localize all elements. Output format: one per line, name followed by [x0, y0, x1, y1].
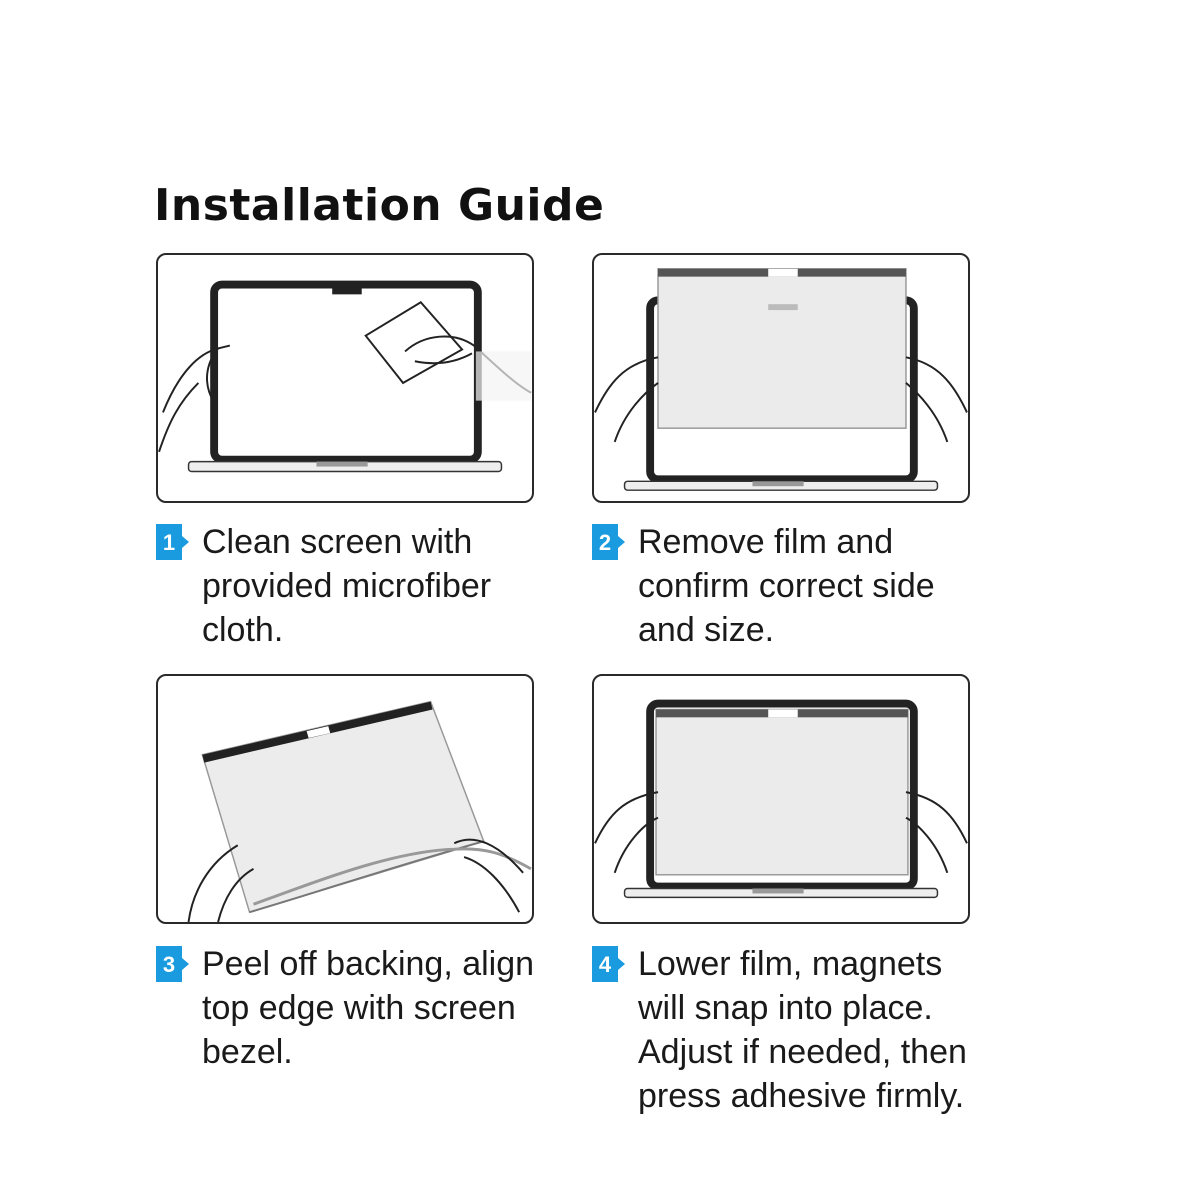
- step-instruction: Lower film, magnets will snap into place…: [638, 945, 967, 1115]
- step-number-badge: 1: [156, 524, 190, 560]
- step-number: 3: [162, 952, 176, 977]
- step-number: 1: [162, 530, 176, 555]
- laptop-film-alignment-icon: [594, 268, 968, 491]
- step-2-illustration: [592, 253, 970, 503]
- laptop-cleaning-cloth-icon: [158, 280, 532, 473]
- step-instruction: Peel off backing, align top edge with sc…: [202, 945, 535, 1071]
- step-4-illustration: [592, 674, 970, 924]
- step-instruction: Clean screen with provided microfiber cl…: [202, 523, 492, 649]
- step-3-illustration: [156, 674, 534, 924]
- page-title: Installation Guide: [154, 180, 605, 231]
- step-number: 4: [598, 952, 612, 977]
- step-number-badge: 2: [592, 524, 626, 560]
- step-1-illustration: [156, 253, 534, 503]
- laptop-film-installed-icon: [594, 699, 968, 899]
- step-number-badge: 4: [592, 946, 626, 982]
- step-arrow-icon: [156, 524, 189, 560]
- step-number-badge: 3: [156, 946, 190, 982]
- step-instruction: Remove film and confirm correct side and…: [638, 523, 935, 649]
- step-arrow-icon: [156, 946, 189, 982]
- film-peel-backing-icon: [187, 700, 532, 922]
- step-arrow-icon: [592, 524, 625, 560]
- step-number: 2: [598, 530, 612, 555]
- step-arrow-icon: [592, 946, 625, 982]
